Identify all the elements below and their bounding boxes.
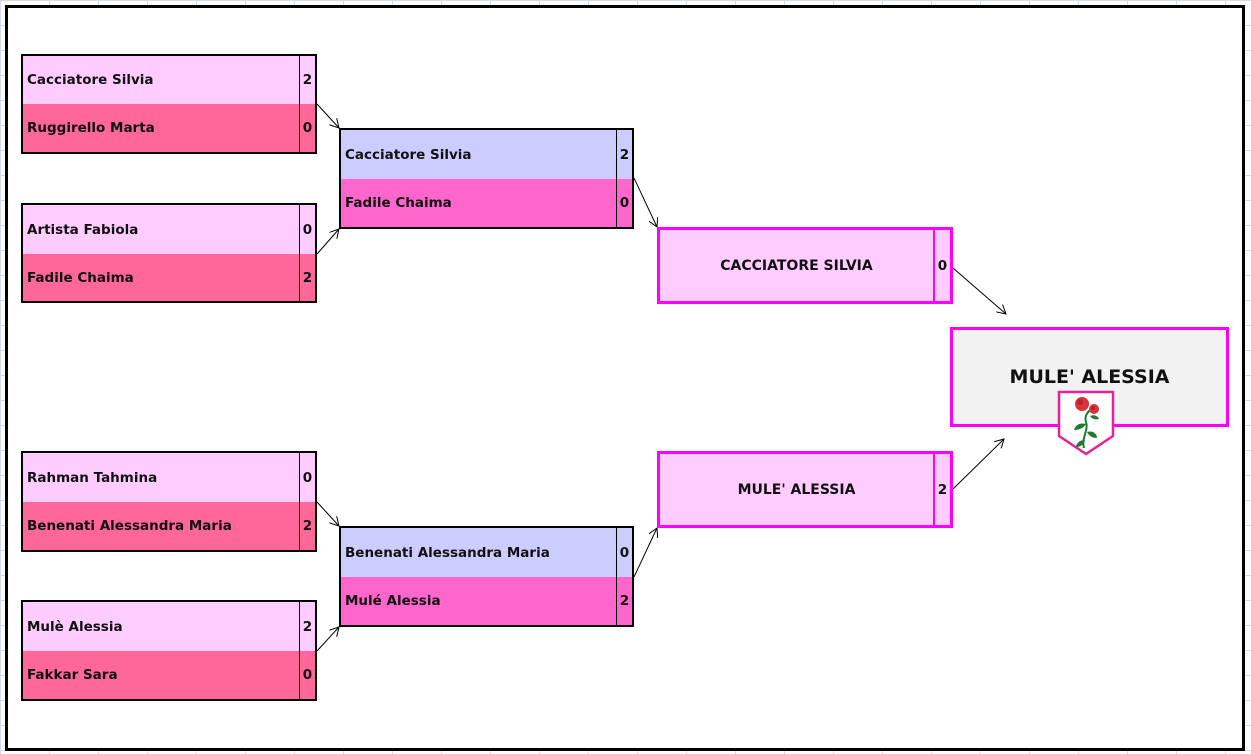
player-score: 2 bbox=[299, 602, 315, 651]
match-slot[interactable]: Mulè Alessia 2 bbox=[23, 602, 315, 653]
match-slot[interactable]: Rahman Tahmina 0 bbox=[23, 453, 315, 504]
player-name: Benenati Alessandra Maria bbox=[345, 544, 550, 561]
match-slot[interactable]: Benenati Alessandra Maria 2 bbox=[23, 502, 315, 550]
rose-shield-icon bbox=[1057, 390, 1115, 456]
player-name: Cacciatore Silvia bbox=[345, 146, 472, 163]
match-slot[interactable]: Cacciatore Silvia 2 bbox=[341, 130, 632, 181]
round2-match-1: Cacciatore Silvia 2 Fadile Chaima 0 bbox=[339, 128, 634, 229]
player-score: 2 bbox=[616, 130, 632, 179]
finalist-score: 2 bbox=[933, 454, 950, 525]
champion-name: MULE' ALESSIA bbox=[1009, 366, 1170, 388]
player-name: Fadile Chaima bbox=[345, 195, 452, 211]
player-name: Fakkar Sara bbox=[27, 667, 118, 683]
player-name: Benenati Alessandra Maria bbox=[27, 518, 232, 534]
player-score: 0 bbox=[616, 179, 632, 227]
arrow-r2m1-to-final1 bbox=[633, 177, 657, 227]
arrow-r2m2-to-final2 bbox=[633, 528, 657, 578]
player-score: 2 bbox=[299, 254, 315, 301]
player-score: 2 bbox=[616, 577, 632, 625]
player-score: 0 bbox=[299, 205, 315, 254]
player-name: Rahman Tahmina bbox=[27, 469, 158, 486]
player-score: 0 bbox=[299, 104, 315, 152]
player-score: 0 bbox=[299, 453, 315, 502]
arrow-final2-to-champion bbox=[952, 439, 1004, 490]
arrow-r1m3-to-r2m2 bbox=[316, 501, 339, 526]
match-slot[interactable]: Fadile Chaima 0 bbox=[341, 179, 632, 227]
player-name: Artista Fabiola bbox=[27, 221, 139, 238]
match-slot[interactable]: Mulé Alessia 2 bbox=[341, 577, 632, 625]
round1-match-3: Rahman Tahmina 0 Benenati Alessandra Mar… bbox=[21, 451, 317, 552]
finalist-slot-1[interactable]: CACCIATORE SILVIA 0 bbox=[657, 227, 953, 304]
arrow-r1m1-to-r2m1 bbox=[316, 103, 339, 128]
player-score: 0 bbox=[616, 528, 632, 577]
player-score: 2 bbox=[299, 56, 315, 104]
match-slot[interactable]: Cacciatore Silvia 2 bbox=[23, 56, 315, 106]
round1-match-2: Artista Fabiola 0 Fadile Chaima 2 bbox=[21, 203, 317, 303]
player-name: Cacciatore Silvia bbox=[27, 72, 154, 88]
match-slot[interactable]: Artista Fabiola 0 bbox=[23, 205, 315, 256]
player-name: Fadile Chaima bbox=[27, 269, 134, 286]
match-slot[interactable]: Fadile Chaima 2 bbox=[23, 254, 315, 301]
round1-match-4: Mulè Alessia 2 Fakkar Sara 0 bbox=[21, 600, 317, 701]
player-score: 0 bbox=[299, 651, 315, 699]
player-name: Mulé Alessia bbox=[345, 593, 441, 609]
finalist-name: MULE' ALESSIA bbox=[737, 481, 856, 498]
player-name: Mulè Alessia bbox=[27, 618, 123, 635]
player-score: 2 bbox=[299, 502, 315, 550]
match-slot[interactable]: Ruggirello Marta 0 bbox=[23, 104, 315, 152]
arrow-r1m4-to-r2m2 bbox=[316, 627, 339, 652]
round1-match-1: Cacciatore Silvia 2 Ruggirello Marta 0 bbox=[21, 54, 317, 154]
finalist-slot-2[interactable]: MULE' ALESSIA 2 bbox=[657, 451, 953, 528]
finalist-name: CACCIATORE SILVIA bbox=[720, 257, 873, 274]
arrow-final1-to-champion bbox=[952, 267, 1006, 314]
match-slot[interactable]: Fakkar Sara 0 bbox=[23, 651, 315, 699]
player-name: Ruggirello Marta bbox=[27, 120, 155, 136]
finalist-score: 0 bbox=[933, 230, 950, 301]
arrow-r1m2-to-r2m1 bbox=[316, 229, 339, 255]
round2-match-2: Benenati Alessandra Maria 0 Mulé Alessia… bbox=[339, 526, 634, 627]
match-slot[interactable]: Benenati Alessandra Maria 0 bbox=[341, 528, 632, 579]
